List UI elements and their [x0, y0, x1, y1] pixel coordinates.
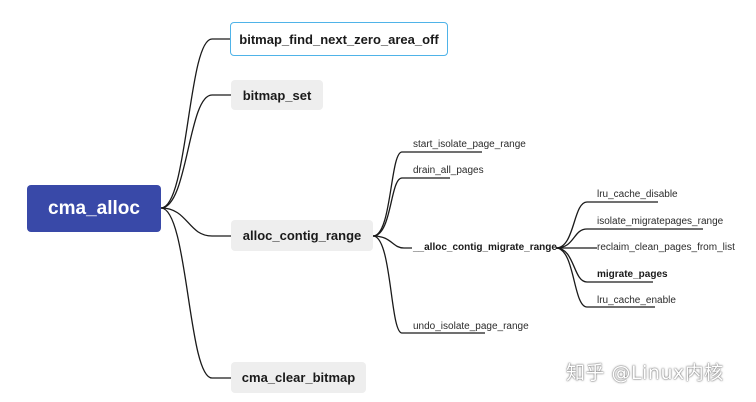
node-bitmap-set[interactable]: bitmap_set — [231, 80, 323, 110]
node-alloc-contig-migrate-range[interactable]: __alloc_contig_migrate_range — [413, 242, 557, 253]
node-lru-cache-enable[interactable]: lru_cache_enable — [597, 295, 676, 306]
edge-root-find-next-zero — [160, 38, 230, 209]
node-start-isolate-page-range[interactable]: start_isolate_page_range — [413, 139, 526, 150]
watermark-text: 知乎 @Linux内核 — [566, 362, 724, 384]
edge-root-alloc-contig-range — [160, 207, 231, 237]
edge-acr-start-isolate — [372, 151, 482, 237]
edge-acmr-isolate-migratepages — [555, 228, 703, 249]
node-isolate-migratepages-range[interactable]: isolate_migratepages_range — [597, 216, 724, 227]
edge-acr-drain-all-pages — [372, 177, 450, 237]
edge-acr-undo-isolate — [372, 235, 485, 334]
node-cma-clear-bitmap[interactable]: cma_clear_bitmap — [231, 362, 366, 393]
node-alloc-contig-range[interactable]: alloc_contig_range — [231, 220, 373, 251]
node-drain-all-pages[interactable]: drain_all_pages — [413, 165, 484, 176]
node-bitmap-find-next-zero-area-off[interactable]: bitmap_find_next_zero_area_off — [230, 22, 448, 56]
node-undo-isolate-page-range[interactable]: undo_isolate_page_range — [413, 321, 529, 332]
edge-acmr-migrate-pages — [555, 247, 653, 283]
edge-acr-alloc-contig-migrate — [372, 235, 412, 249]
edge-root-bitmap-set — [160, 94, 231, 209]
edge-acmr-lru-enable — [555, 247, 655, 308]
node-reclaim-clean-pages-from-list[interactable]: reclaim_clean_pages_from_list — [597, 242, 735, 253]
root-node-cma-alloc[interactable]: cma_alloc — [27, 185, 161, 232]
node-migrate-pages[interactable]: migrate_pages — [597, 269, 668, 280]
node-lru-cache-disable[interactable]: lru_cache_disable — [597, 189, 678, 200]
edge-acmr-lru-disable — [555, 201, 658, 249]
edge-root-cma-clear-bitmap — [160, 207, 231, 379]
